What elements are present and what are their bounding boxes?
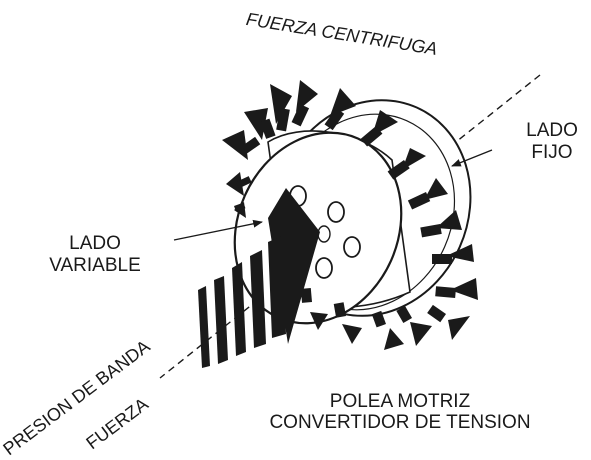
variable-side-label-line2: VARIABLE [49, 255, 141, 276]
outward-arrow-icon [310, 312, 328, 330]
outward-arrow-icon [436, 210, 462, 230]
caption-line2: CONVERTIDOR DE TENSION [269, 412, 531, 433]
variable-side-label-line1: LADO [69, 233, 121, 254]
outward-arrow-icon [296, 80, 318, 112]
outward-arrow-icon [450, 278, 478, 300]
outward-arrow-icon [226, 172, 244, 196]
belt-pressure-arrow [198, 188, 320, 368]
outward-arrow-icon [222, 130, 248, 160]
fixed-side-label-line1: LADO [526, 120, 578, 141]
outward-arrow-icon [270, 84, 292, 124]
caption: POLEA MOTRIZ CONVERTIDOR DE TENSION [240, 391, 560, 433]
outward-arrow-icon [424, 178, 448, 200]
bolt-hole [343, 236, 361, 258]
pulley-diagram [159, 74, 541, 379]
outward-arrow-icon [410, 322, 432, 346]
outward-arrow-icon [448, 316, 470, 340]
bolt-hole [317, 225, 331, 243]
fixed-side-label-line2: FIJO [531, 142, 573, 163]
lado-variable-leader [173, 219, 263, 241]
striped-arrow-icon [268, 188, 320, 344]
caption-line1: POLEA MOTRIZ [329, 391, 471, 412]
fixed-side-label: LADO FIJO [520, 120, 584, 164]
outward-arrow-icon [384, 328, 404, 350]
outward-arrow-icon [244, 108, 268, 140]
centrifugal-force-arrows [222, 80, 478, 350]
bolt-hole [327, 201, 345, 223]
bolt-hole [315, 257, 333, 279]
lado-fijo-leader [451, 149, 493, 167]
outward-arrow-icon [446, 244, 474, 262]
outward-arrow-icon [402, 148, 426, 170]
outward-arrow-icon [342, 324, 362, 344]
variable-side-label: LADO VARIABLE [35, 233, 155, 277]
